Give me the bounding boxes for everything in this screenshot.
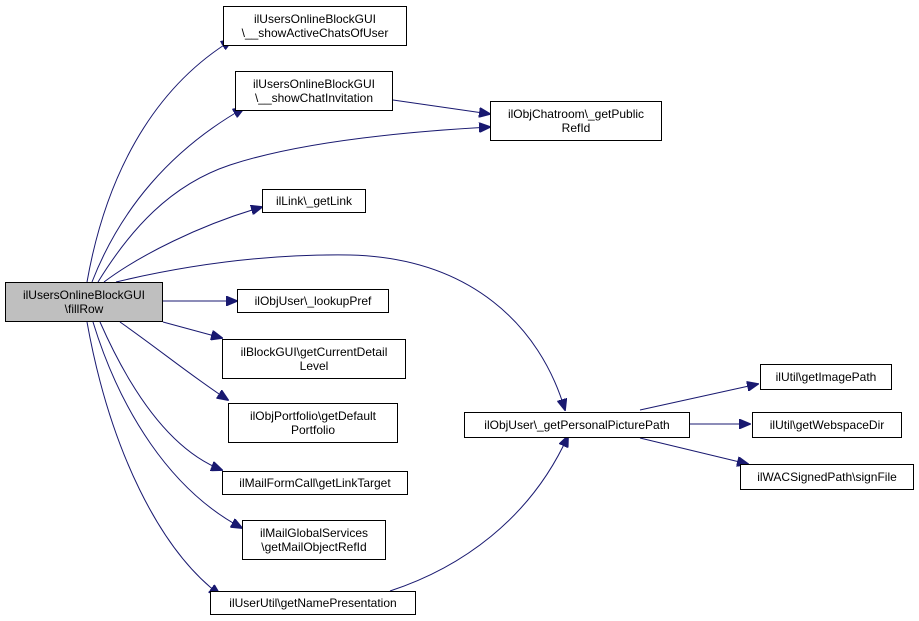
node-label-line-1: ilUserUtil\getNamePresentation bbox=[229, 596, 397, 610]
edge-root-to-show-chat-invitation bbox=[91, 108, 244, 283]
node-chatroom-get-public-ref[interactable]: ilObjChatroom\_getPublic RefId bbox=[490, 101, 662, 141]
node-label-line-2: \getMailObjectRefId bbox=[261, 540, 367, 554]
node-portfolio-get-default[interactable]: ilObjPortfolio\getDefault Portfolio bbox=[228, 403, 398, 443]
node-label-line-2: Level bbox=[299, 359, 329, 373]
node-label-line-1: ilUsersOnlineBlockGUI bbox=[252, 77, 376, 91]
node-wac-signed-path-sign-file[interactable]: ilWACSignedPath\signFile bbox=[740, 464, 914, 490]
edge-show-chat-invitation-to-chatroom bbox=[392, 99, 490, 114]
edge-root-to-personal-picture-path bbox=[115, 254, 565, 410]
node-label-line-1: ilUsersOnlineBlockGUI bbox=[253, 12, 377, 26]
node-show-active-chats[interactable]: ilUsersOnlineBlockGUI \__showActiveChats… bbox=[223, 6, 407, 46]
edge-root-to-block-detail bbox=[162, 321, 222, 338]
node-label-line-1: ilObjChatroom\_getPublic bbox=[507, 107, 645, 121]
edge-root-to-mail-global-services bbox=[92, 321, 242, 528]
edge-root-to-mailform-link-target bbox=[99, 321, 222, 470]
node-label-line-2: \fillRow bbox=[64, 302, 104, 316]
edge-user-util-to-personal-picture-path bbox=[389, 436, 568, 592]
node-util-get-webspace-dir[interactable]: ilUtil\getWebspaceDir bbox=[752, 412, 902, 438]
node-link-get-link[interactable]: ilLink\_getLink bbox=[262, 189, 366, 213]
node-label-line-1: ilUtil\getImagePath bbox=[775, 370, 877, 384]
node-label-line-2: Portfolio bbox=[290, 423, 336, 437]
node-user-lookup-pref[interactable]: ilObjUser\_lookupPref bbox=[237, 289, 389, 313]
node-user-personal-picture-path[interactable]: ilObjUser\_getPersonalPicturePath bbox=[464, 412, 690, 438]
node-label-line-2: RefId bbox=[561, 121, 591, 135]
node-label-line-2: \__showActiveChatsOfUser bbox=[241, 26, 389, 40]
edge-picture-path-to-image-path bbox=[639, 384, 758, 411]
edge-root-to-show-active-chats bbox=[86, 40, 232, 283]
node-label-line-2: \__showChatInvitation bbox=[254, 91, 374, 105]
node-label-line-1: ilUsersOnlineBlockGUI bbox=[22, 288, 146, 302]
edge-root-to-chatroom-public-ref bbox=[97, 127, 490, 283]
node-root-fill-row[interactable]: ilUsersOnlineBlockGUI \fillRow bbox=[5, 282, 163, 322]
node-label-line-1: ilMailGlobalServices bbox=[259, 526, 369, 540]
node-label-line-1: ilObjUser\_lookupPref bbox=[254, 294, 372, 308]
edge-picture-path-to-sign-file bbox=[639, 437, 748, 464]
edge-root-to-portfolio-default bbox=[119, 321, 228, 400]
node-block-current-detail[interactable]: ilBlockGUI\getCurrentDetail Level bbox=[222, 339, 406, 379]
node-label-line-1: ilObjUser\_getPersonalPicturePath bbox=[484, 418, 670, 432]
node-label-line-1: ilObjPortfolio\getDefault bbox=[249, 409, 377, 423]
node-show-chat-invitation[interactable]: ilUsersOnlineBlockGUI \__showChatInvitat… bbox=[235, 71, 393, 111]
node-label-line-1: ilLink\_getLink bbox=[275, 194, 353, 208]
node-util-get-image-path[interactable]: ilUtil\getImagePath bbox=[760, 364, 892, 390]
node-label-line-1: ilWACSignedPath\signFile bbox=[757, 470, 897, 484]
node-user-util-name-presentation[interactable]: ilUserUtil\getNamePresentation bbox=[210, 591, 416, 615]
node-mail-global-services[interactable]: ilMailGlobalServices \getMailObjectRefId bbox=[242, 520, 386, 560]
node-mailform-link-target[interactable]: ilMailFormCall\getLinkTarget bbox=[222, 471, 408, 495]
node-label-line-1: ilUtil\getWebspaceDir bbox=[769, 418, 885, 432]
edge-root-to-user-util-name bbox=[86, 321, 220, 595]
node-label-line-1: ilMailFormCall\getLinkTarget bbox=[239, 476, 391, 490]
node-label-line-1: ilBlockGUI\getCurrentDetail bbox=[240, 345, 388, 359]
edge-root-to-link-get-link bbox=[103, 207, 262, 283]
